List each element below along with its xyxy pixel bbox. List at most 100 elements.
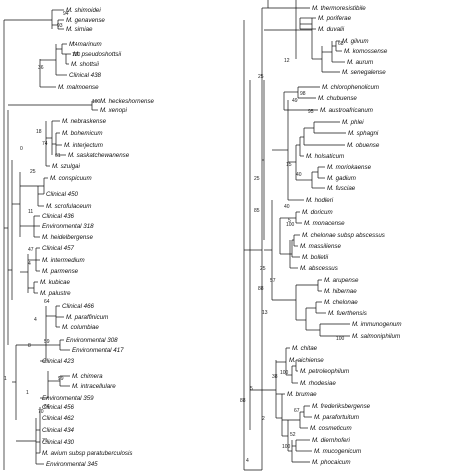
taxon-label: M. thermoresistibile <box>312 5 366 12</box>
bootstrap-value: 0 <box>20 146 23 152</box>
taxon-label: Clinical 457 <box>42 245 75 252</box>
bootstrap-value: 95 <box>308 109 314 115</box>
bootstrap-value: 47 <box>28 247 34 253</box>
taxon-label: M. duvalii <box>318 26 345 33</box>
taxon-label: Clinical 456 <box>42 404 75 411</box>
taxon-label: M. moriokaense <box>327 164 372 171</box>
bootstrap-value: 18 <box>36 129 42 135</box>
taxon-label: M. obuense <box>347 142 380 149</box>
taxon-label: M. chelonae <box>324 299 358 306</box>
bootstrap-value: 85 <box>254 208 260 214</box>
bootstrap-value: 5 <box>250 386 253 392</box>
taxon-label: M. szulgai <box>52 163 80 170</box>
bootstrap-value: 88 <box>240 398 246 404</box>
bootstrap-value: 100 <box>72 52 81 58</box>
right-support-values: 8825126898951540492585540100572513100588… <box>240 41 345 464</box>
taxon-label: M. mucogenicum <box>314 448 361 455</box>
taxon-label: Clinical 430 <box>42 439 75 446</box>
taxon-label: M. gadium <box>327 175 356 182</box>
taxon-label: M. abscessus <box>300 265 338 272</box>
taxon-label: M. interjectum <box>64 142 103 149</box>
bootstrap-value: 94 <box>63 11 69 17</box>
bootstrap-value: 15 <box>286 162 292 168</box>
taxon-label: Clinical 438 <box>69 72 102 79</box>
taxon-label: M. avium subsp paratuberculosis <box>42 450 132 457</box>
taxon-label: M. monacense <box>304 220 345 227</box>
bootstrap-value: 74 <box>42 141 48 147</box>
left-support-values: 9493741003610018746102511474644599964708… <box>4 11 101 444</box>
taxon-label: M. phlei <box>342 119 364 126</box>
taxon-label: Clinical 423 <box>42 358 75 365</box>
taxon-label: M. heckeshornense <box>100 98 155 105</box>
taxon-label: Environmental 308 <box>66 337 118 344</box>
taxon-label: M. chimera <box>72 373 103 380</box>
taxon-label: M. columbiae <box>62 324 99 331</box>
taxon-label: M. parafortuitum <box>314 414 359 421</box>
bootstrap-value: 57 <box>270 278 276 284</box>
taxon-label: M. doricum <box>302 209 333 216</box>
bootstrap-value: 93 <box>57 23 63 29</box>
taxon-label: M. diernhoferi <box>312 437 350 444</box>
bootstrap-value: 100 <box>280 370 289 376</box>
bootstrap-value: 52 <box>290 432 296 438</box>
bootstrap-value: 99 <box>58 376 64 382</box>
taxon-label: M. petroleophilum <box>300 368 349 375</box>
bootstrap-value: 74 <box>72 42 78 48</box>
bootstrap-value: 88 <box>258 286 264 292</box>
taxon-label: M. intermedium <box>42 257 85 264</box>
bootstrap-value: 4 <box>34 317 37 323</box>
left-tree-branches <box>3 9 98 470</box>
bootstrap-value: 25 <box>260 266 266 272</box>
taxon-label: M. heidelbergense <box>42 234 93 241</box>
taxon-label: M. gilvum <box>342 38 368 45</box>
bootstrap-value: 100 <box>336 336 345 342</box>
taxon-label: M. chitae <box>292 345 318 352</box>
taxon-label: M. aichiense <box>289 357 324 364</box>
taxon-label: M. palustre <box>40 290 71 297</box>
bootstrap-value: 98 <box>300 91 306 97</box>
taxon-label: M. sphagni <box>348 130 379 137</box>
taxon-label: Clinical 450 <box>46 191 79 198</box>
taxon-label: M. chubuense <box>318 95 357 102</box>
taxon-label: M. simiae <box>66 26 93 33</box>
bootstrap-value: 68 <box>338 41 344 47</box>
bootstrap-value: 11 <box>28 209 33 215</box>
taxon-label: M. arupense <box>324 277 359 284</box>
taxon-label: Clinical 466 <box>62 303 95 310</box>
taxon-label: Environmental 417 <box>72 347 124 354</box>
taxon-label: M. massiliense <box>300 243 341 250</box>
bootstrap-value: 25 <box>30 169 36 175</box>
taxon-label: M. salmoniphilum <box>352 333 400 340</box>
bootstrap-value: 100 <box>286 222 295 228</box>
bootstrap-value: 36 <box>38 65 44 71</box>
taxon-label: M. chelonae subsp abscessus <box>302 232 385 239</box>
taxon-label: M. bolletii <box>302 254 329 261</box>
taxon-label: M. malmoense <box>58 84 99 91</box>
bootstrap-value: 67 <box>294 408 300 414</box>
taxon-label: Clinical 434 <box>42 427 75 434</box>
taxon-label: M. hodleri <box>306 197 334 204</box>
taxon-label: M. shottsii <box>71 61 99 68</box>
taxon-label: M. marinum <box>69 41 102 48</box>
bootstrap-value: 4 <box>28 261 31 267</box>
taxon-label: M. holsaticum <box>306 153 344 160</box>
bootstrap-value: 70 <box>38 409 44 415</box>
right-tree-branches <box>243 0 350 471</box>
taxon-label: M. poriferae <box>318 15 352 22</box>
taxon-label: M. kubicae <box>40 279 70 286</box>
taxon-label: M. austroafricanum <box>320 107 373 114</box>
bootstrap-value: 12 <box>284 58 290 64</box>
taxon-label: M. saskatchewanense <box>68 152 130 159</box>
taxon-label: M. genavense <box>66 17 105 24</box>
taxon-label: M. cosmeticum <box>310 425 352 432</box>
bootstrap-value: 13 <box>262 310 268 316</box>
taxon-label: M. xenopi <box>100 107 127 114</box>
bootstrap-value: 100 <box>92 99 101 105</box>
bootstrap-value: 64 <box>44 299 50 305</box>
taxon-label: M. phocaicum <box>312 459 351 466</box>
taxon-label: M. intracellulare <box>72 383 116 390</box>
right-tree-labels: M. thermoresistibile M. poriferae M. duval… <box>240 5 402 466</box>
bootstrap-value: 49 <box>292 98 298 104</box>
taxon-label: M. parmense <box>42 268 79 275</box>
